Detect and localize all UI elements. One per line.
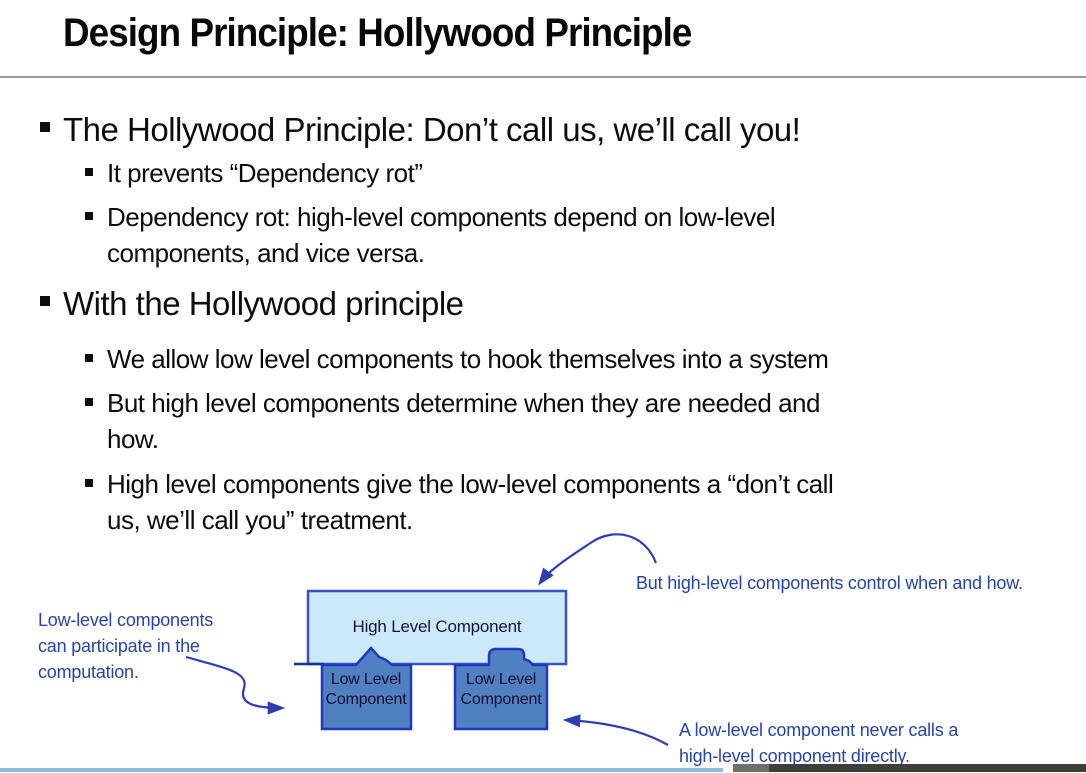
bullet-line-continuation: components, and vice versa. (107, 238, 425, 268)
annotation-line: high-level component directly. (679, 746, 910, 766)
bullet-line: It prevents “Dependency rot” (85, 158, 423, 188)
bullet-line-continuation: us, we’ll call you” treatment. (107, 505, 413, 535)
window-edge-bar (733, 764, 1086, 772)
title-divider (0, 76, 1086, 78)
bullet-line: Dependency rot: high-level components de… (84, 202, 776, 232)
video-progress-bar[interactable] (0, 768, 723, 772)
bullet-line: With the Hollywood principle (40, 285, 464, 322)
window-edge-bar-segment (733, 764, 769, 772)
bullet-line: High level components give the low-level… (84, 469, 834, 499)
annotation-line: Low-level components (38, 610, 214, 630)
low-level-component-label-left: Low Level Component (325, 671, 407, 708)
page-title: Design Principle: Hollywood Principle (63, 11, 692, 55)
annotation-line: A low-level component never calls a (679, 720, 959, 740)
annotation-high-level-control: But high-level components control when a… (636, 573, 1023, 593)
arrow-to-right-low-component (562, 714, 669, 746)
bullet-line-continuation: how. (107, 424, 159, 454)
bullet-line: The Hollywood Principle: Don’t call us, … (39, 111, 801, 148)
low-level-component-label-right: Low Level Component (460, 671, 542, 708)
annotation-never-calls-directly: A low-level component never calls a high… (679, 717, 958, 769)
annotation-line: can participate in the (38, 636, 200, 656)
annotation-low-level-participate: Low-level components can participate in … (38, 607, 213, 685)
bullet-line: But high level components determine when… (85, 388, 820, 418)
high-level-component-label: High Level Component (352, 617, 522, 636)
annotation-line: computation. (38, 662, 139, 682)
bullet-line: We allow low level components to hook th… (84, 344, 829, 374)
